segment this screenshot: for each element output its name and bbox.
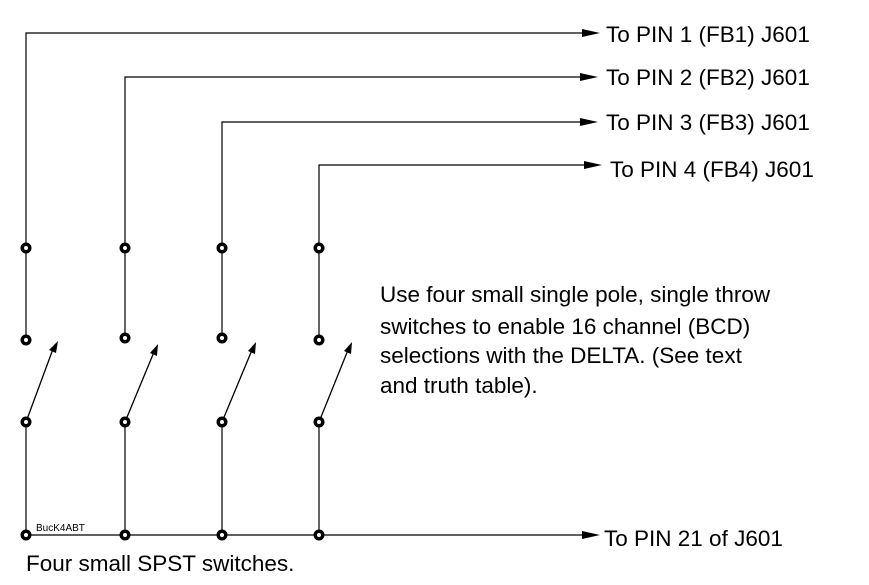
- arrowhead-icon: [582, 29, 600, 37]
- note-line-4: and truth table).: [380, 373, 538, 398]
- output-wire-2: [124, 73, 598, 248]
- terminal-icon: [313, 529, 325, 541]
- output-label-4: To PIN 4 (FB4) J601: [610, 157, 814, 182]
- terminal-icon: [20, 334, 32, 346]
- common-label: To PIN 21 of J601: [604, 526, 783, 551]
- note-line-2: switches to enable 16 channel (BCD): [380, 314, 750, 339]
- arrowhead-icon: [584, 161, 602, 169]
- switch-2-lever: [124, 344, 158, 423]
- terminal-icon: [119, 332, 131, 344]
- caption: Four small SPST switches.: [26, 551, 294, 576]
- output-wire-1: [25, 29, 600, 248]
- terminal-icon: [119, 416, 131, 428]
- terminal-icon: [20, 529, 32, 541]
- common-bus: [26, 531, 600, 539]
- switch-3-lever: [221, 342, 256, 423]
- terminal-icon: [313, 334, 325, 346]
- terminals: [20, 242, 325, 541]
- terminal-icon: [216, 416, 228, 428]
- output-label-1: To PIN 1 (FB1) J601: [606, 22, 810, 47]
- output-wire-3: [221, 118, 598, 248]
- description-note: Use four small single pole, single throw…: [380, 282, 771, 398]
- terminal-icon: [20, 416, 32, 428]
- terminal-icon: [313, 416, 325, 428]
- signature: BucK4ABT: [36, 523, 85, 534]
- note-line-1: Use four small single pole, single throw: [380, 282, 771, 307]
- switch-4-lever: [318, 342, 352, 423]
- terminal-icon: [20, 242, 32, 254]
- terminal-icon: [313, 242, 325, 254]
- arrowhead-icon: [580, 118, 598, 126]
- note-line-3: selections with the DELTA. (See text: [380, 343, 743, 368]
- switch-1-lever: [25, 341, 58, 423]
- terminal-icon: [216, 332, 228, 344]
- terminal-icon: [119, 529, 131, 541]
- terminal-icon: [119, 242, 131, 254]
- output-wire-4: [318, 161, 602, 248]
- terminal-icon: [216, 242, 228, 254]
- output-label-2: To PIN 2 (FB2) J601: [606, 65, 810, 90]
- output-label-3: To PIN 3 (FB3) J601: [606, 110, 810, 135]
- terminal-icon: [216, 529, 228, 541]
- arrowhead-icon: [580, 73, 598, 81]
- arrowhead-icon: [582, 531, 600, 539]
